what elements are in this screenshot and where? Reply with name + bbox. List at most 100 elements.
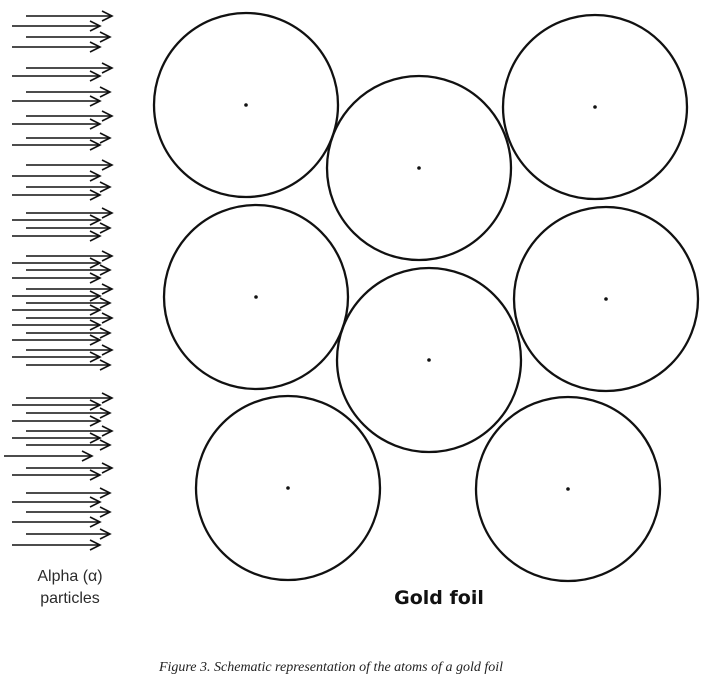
gold-atom — [325, 74, 513, 262]
atom-nucleus — [286, 486, 290, 490]
alpha-particle-arrow — [12, 290, 102, 302]
alpha-particle-arrow — [26, 327, 112, 339]
arrow-head — [99, 506, 112, 518]
arrow-head — [99, 297, 112, 309]
atom-nucleus — [427, 358, 431, 362]
alpha-label-line1: Alpha (α) — [37, 568, 103, 585]
gold-atom — [501, 13, 689, 201]
atom-nucleus — [244, 103, 248, 107]
alpha-particle-arrow — [12, 304, 102, 316]
atom-nucleus — [254, 295, 258, 299]
arrow-head — [99, 132, 112, 144]
arrow-head — [99, 31, 112, 43]
atom-nucleus — [566, 487, 570, 491]
arrow-head — [101, 425, 114, 437]
alpha-particle-arrow — [26, 312, 114, 324]
alpha-particle-arrow — [12, 399, 102, 411]
alpha-particle-arrow — [12, 214, 102, 226]
arrow-head — [89, 334, 102, 346]
arrow-head — [101, 344, 114, 356]
alpha-particle-arrow — [26, 506, 112, 518]
alpha-particle-arrow — [12, 170, 102, 182]
arrow-head — [89, 399, 102, 411]
alpha-particle-arrow — [12, 432, 102, 444]
alpha-particle-arrow — [12, 272, 102, 284]
arrow-head — [101, 283, 114, 295]
gold-atom — [162, 203, 350, 391]
arrow-head — [101, 207, 114, 219]
atom-circle — [474, 395, 662, 583]
arrow-head — [101, 250, 114, 262]
alpha-particle-arrow — [4, 450, 94, 462]
arrow-head — [89, 539, 102, 551]
alpha-particle-arrow — [12, 189, 102, 201]
alpha-particle-arrow — [12, 118, 102, 130]
alpha-particle-arrow — [26, 181, 112, 193]
alpha-particle-arrow — [26, 10, 114, 22]
alpha-particle-arrow — [12, 516, 102, 528]
alpha-particle-arrow — [26, 487, 112, 499]
gold-atoms — [152, 11, 700, 583]
alpha-particle-arrow — [26, 392, 114, 404]
atom-nucleus — [604, 297, 608, 301]
arrow-head — [101, 62, 114, 74]
arrow-head — [99, 86, 112, 98]
gold-atom — [194, 394, 382, 582]
arrow-head — [89, 496, 102, 508]
alpha-particle-arrow — [26, 297, 112, 309]
arrow-head — [89, 41, 102, 53]
alpha-particle-arrow — [12, 415, 102, 427]
alpha-particle-arrow — [12, 20, 102, 32]
arrow-head — [89, 230, 102, 242]
arrow-head — [99, 264, 112, 276]
alpha-particle-arrow — [12, 70, 102, 82]
alpha-particle-arrow — [26, 462, 114, 474]
arrow-head — [101, 10, 114, 22]
arrow-head — [101, 392, 114, 404]
arrow-head — [99, 439, 112, 451]
arrow-head — [89, 257, 102, 269]
arrow-head — [81, 450, 94, 462]
arrow-head — [89, 272, 102, 284]
alpha-particle-arrow — [26, 344, 114, 356]
arrow-head — [89, 469, 102, 481]
figure-caption: Figure 3. Schematic representation of th… — [158, 660, 504, 675]
arrow-head — [89, 70, 102, 82]
gold-atom — [474, 395, 662, 583]
alpha-particle-arrow — [26, 439, 112, 451]
alpha-particle-arrow — [12, 230, 102, 242]
alpha-particles-label: Alpha (α) particles — [10, 566, 130, 610]
alpha-particle-arrow — [26, 407, 112, 419]
alpha-particle-arrow — [26, 86, 112, 98]
alpha-particle-arrow — [26, 62, 114, 74]
alpha-particle-arrow — [26, 250, 114, 262]
arrow-head — [89, 118, 102, 130]
atom-circle — [335, 266, 523, 454]
arrow-head — [99, 222, 112, 234]
alpha-particle-arrow — [12, 257, 102, 269]
arrow-head — [99, 327, 112, 339]
atom-circle — [325, 74, 513, 262]
atom-circle — [512, 205, 700, 393]
arrow-head — [101, 159, 114, 171]
arrow-head — [89, 304, 102, 316]
alpha-particle-arrow — [12, 139, 102, 151]
alpha-particle-arrow — [26, 283, 114, 295]
atom-nucleus — [593, 105, 597, 109]
alpha-particle-arrow — [26, 110, 114, 122]
atom-circle — [501, 13, 689, 201]
arrow-head — [89, 290, 102, 302]
alpha-particle-arrow — [26, 264, 112, 276]
alpha-particle-arrow — [12, 95, 102, 107]
alpha-particle-arrow — [26, 132, 112, 144]
alpha-particle-arrow — [12, 496, 102, 508]
alpha-particle-arrow — [12, 469, 102, 481]
atom-circle — [152, 11, 340, 199]
arrow-head — [89, 432, 102, 444]
alpha-particle-arrow — [26, 359, 112, 371]
arrow-head — [89, 319, 102, 331]
gold-foil-label: Gold foil — [394, 587, 484, 609]
alpha-particle-arrow — [26, 159, 114, 171]
alpha-particle-arrow — [12, 319, 102, 331]
